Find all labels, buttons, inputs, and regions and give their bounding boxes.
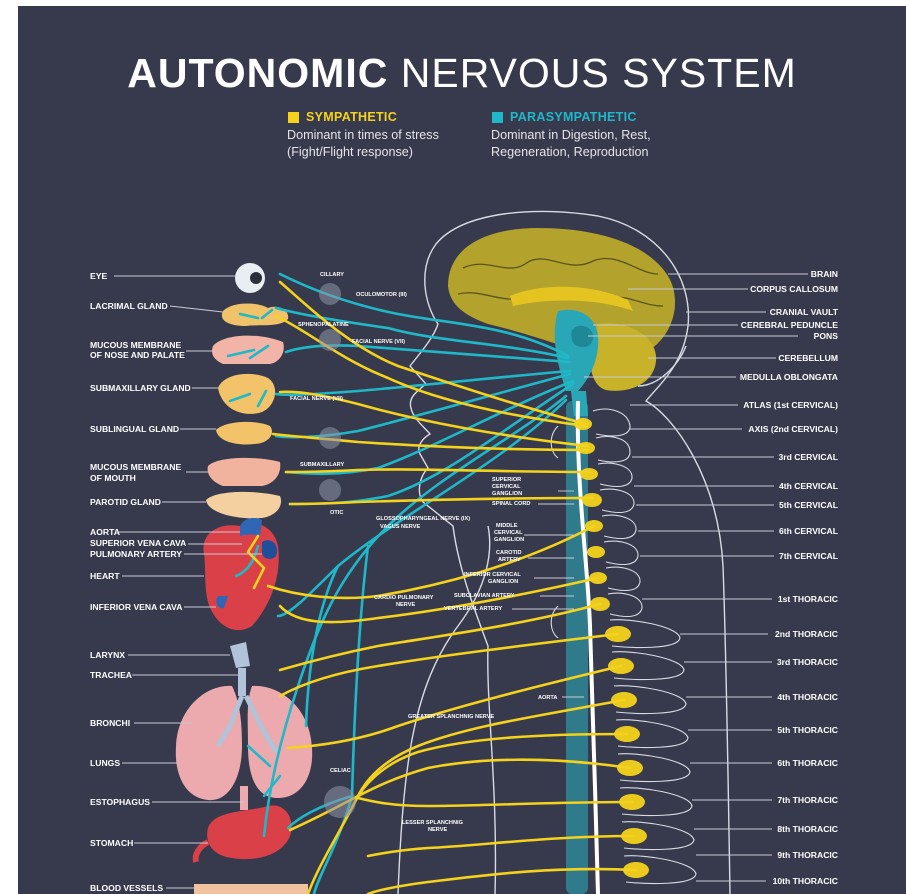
nerve-label: VAGUS NERVE (380, 524, 420, 530)
organ-label: PULMONARY ARTERY (90, 549, 182, 559)
spine-label: AXIS (2nd CERVICAL) (748, 424, 838, 434)
spine-label: 7th THORACIC (777, 795, 838, 805)
organ-label: SUPERIOR VENA CAVA (90, 538, 186, 548)
organ-labels: EYE LACRIMAL GLAND MUCOUS MEMBRANE OF NO… (90, 271, 191, 893)
spine-label: 10th THORACIC (773, 876, 838, 886)
spine-label: 9th THORACIC (777, 850, 838, 860)
nerve-label: SPHENOPALATINE (298, 322, 349, 328)
nerve-label: NERVE (396, 602, 415, 608)
nerve-label: CELIAC (330, 768, 351, 774)
spine-label: 3rd THORACIC (777, 657, 838, 667)
nerve-label: AORTA (538, 695, 557, 701)
spine-label: 7th CERVICAL (779, 551, 838, 561)
organ-label: MUCOUS MEMBRANE (90, 340, 181, 350)
spine-label: 2nd THORACIC (775, 629, 838, 639)
nerve-label: FACIAL NERVE (VII) (290, 396, 343, 402)
nerve-label: SUBCLAVIAN ARTERY (454, 593, 515, 599)
spine-label: BRAIN (811, 269, 838, 279)
spine-label: 1st THORACIC (778, 594, 838, 604)
spine-label: CRANIAL VAULT (770, 307, 839, 317)
organ-label: STOMACH (90, 838, 133, 848)
nerve-labels: CILLARY OCULOMOTOR (III) SPHENOPALATINE … (290, 272, 557, 833)
organ-label: LUNGS (90, 758, 120, 768)
organ-label: TRACHEA (90, 670, 132, 680)
organ-label: BRONCHI (90, 718, 130, 728)
poster: AUTONOMIC NERVOUS SYSTEM SYMPATHETIC Dom… (18, 6, 906, 894)
spine-label: ATLAS (1st CERVICAL) (743, 400, 838, 410)
spine-labels: BRAIN CORPUS CALLOSUM CRANIAL VAULT CERE… (740, 269, 839, 886)
organ-label: OF NOSE AND PALATE (90, 350, 185, 360)
nerve-label: OTIC (330, 510, 343, 516)
spine-label: 3rd CERVICAL (778, 452, 838, 462)
organ-label: ESTOPHAGUS (90, 797, 150, 807)
organ-label: SUBMAXILLARY GLAND (90, 383, 191, 393)
nerve-label: OCULOMOTOR (III) (356, 292, 407, 298)
nerve-label: GANGLION (494, 537, 524, 543)
nerve-label: LESSER SPLANCHNIG (402, 820, 463, 826)
brain (448, 228, 675, 416)
nerve-label: MIDDLE (496, 523, 518, 529)
organ-label: INFERIOR VENA CAVA (90, 602, 182, 612)
nerve-label: CERVICAL (492, 484, 521, 490)
organ-label: EYE (90, 271, 107, 281)
organ-label: PAROTID GLAND (90, 497, 161, 507)
anatomy-diagram: EYE LACRIMAL GLAND MUCOUS MEMBRANE OF NO… (18, 6, 906, 894)
organ-label: MUCOUS MEMBRANE (90, 462, 181, 472)
spine-label: CEREBRAL PEDUNCLE (741, 320, 839, 330)
ganglia (319, 283, 356, 818)
organ-label: HEART (90, 571, 120, 581)
nerve-label: GANGLION (492, 491, 522, 497)
organ-label: AORTA (90, 527, 120, 537)
nerve-label: GLOSSOPHARYNGEAL NERVE (IX) (376, 516, 470, 522)
spine-label: PONS (814, 331, 839, 341)
nerve-label: CARDIO PULMONARY (374, 595, 434, 601)
organ-label: LACRIMAL GLAND (90, 301, 168, 311)
nerve-label: CILLARY (320, 272, 344, 278)
spine-label: 4th THORACIC (777, 692, 838, 702)
spine-label: 4th CERVICAL (779, 481, 838, 491)
nerve-label: GANGLION (488, 579, 518, 585)
spine-label: 5th THORACIC (777, 725, 838, 735)
spine-label: 6th CERVICAL (779, 526, 838, 536)
nerve-label: SPINAL CORD (492, 501, 530, 507)
spine-label: 5th CERVICAL (779, 500, 838, 510)
organ-label: BLOOD VESSELS (90, 883, 163, 893)
nerve-label: SUBMAXILLARY (300, 462, 344, 468)
organs (176, 263, 312, 894)
nerve-label: CERVICAL (494, 530, 523, 536)
organ-label: OF MOUTH (90, 473, 136, 483)
spine-label: 6th THORACIC (777, 758, 838, 768)
spine-label: 8th THORACIC (777, 824, 838, 834)
nerve-label: INFERIOR CERVICAL (464, 572, 521, 578)
organ-label: SUBLINGUAL GLAND (90, 424, 179, 434)
spine-label: CEREBELLUM (778, 353, 838, 363)
nerve-label: SUPERIOR (492, 477, 521, 483)
spine (551, 401, 696, 894)
nerve-label: ARTERY (498, 557, 521, 563)
spine-label: CORPUS CALLOSUM (750, 284, 838, 294)
nerve-label: GREATER SPLANCHNIG NERVE (408, 714, 494, 720)
spine-label: MEDULLA OBLONGATA (740, 372, 838, 382)
nerve-label: FACIAL NERVE (VII) (352, 339, 405, 345)
nerve-label: VERTEBRAL ARTERY (444, 606, 502, 612)
nerve-label: CAROTID (496, 550, 521, 556)
nerve-label: NERVE (428, 827, 447, 833)
organ-label: LARYNX (90, 650, 125, 660)
